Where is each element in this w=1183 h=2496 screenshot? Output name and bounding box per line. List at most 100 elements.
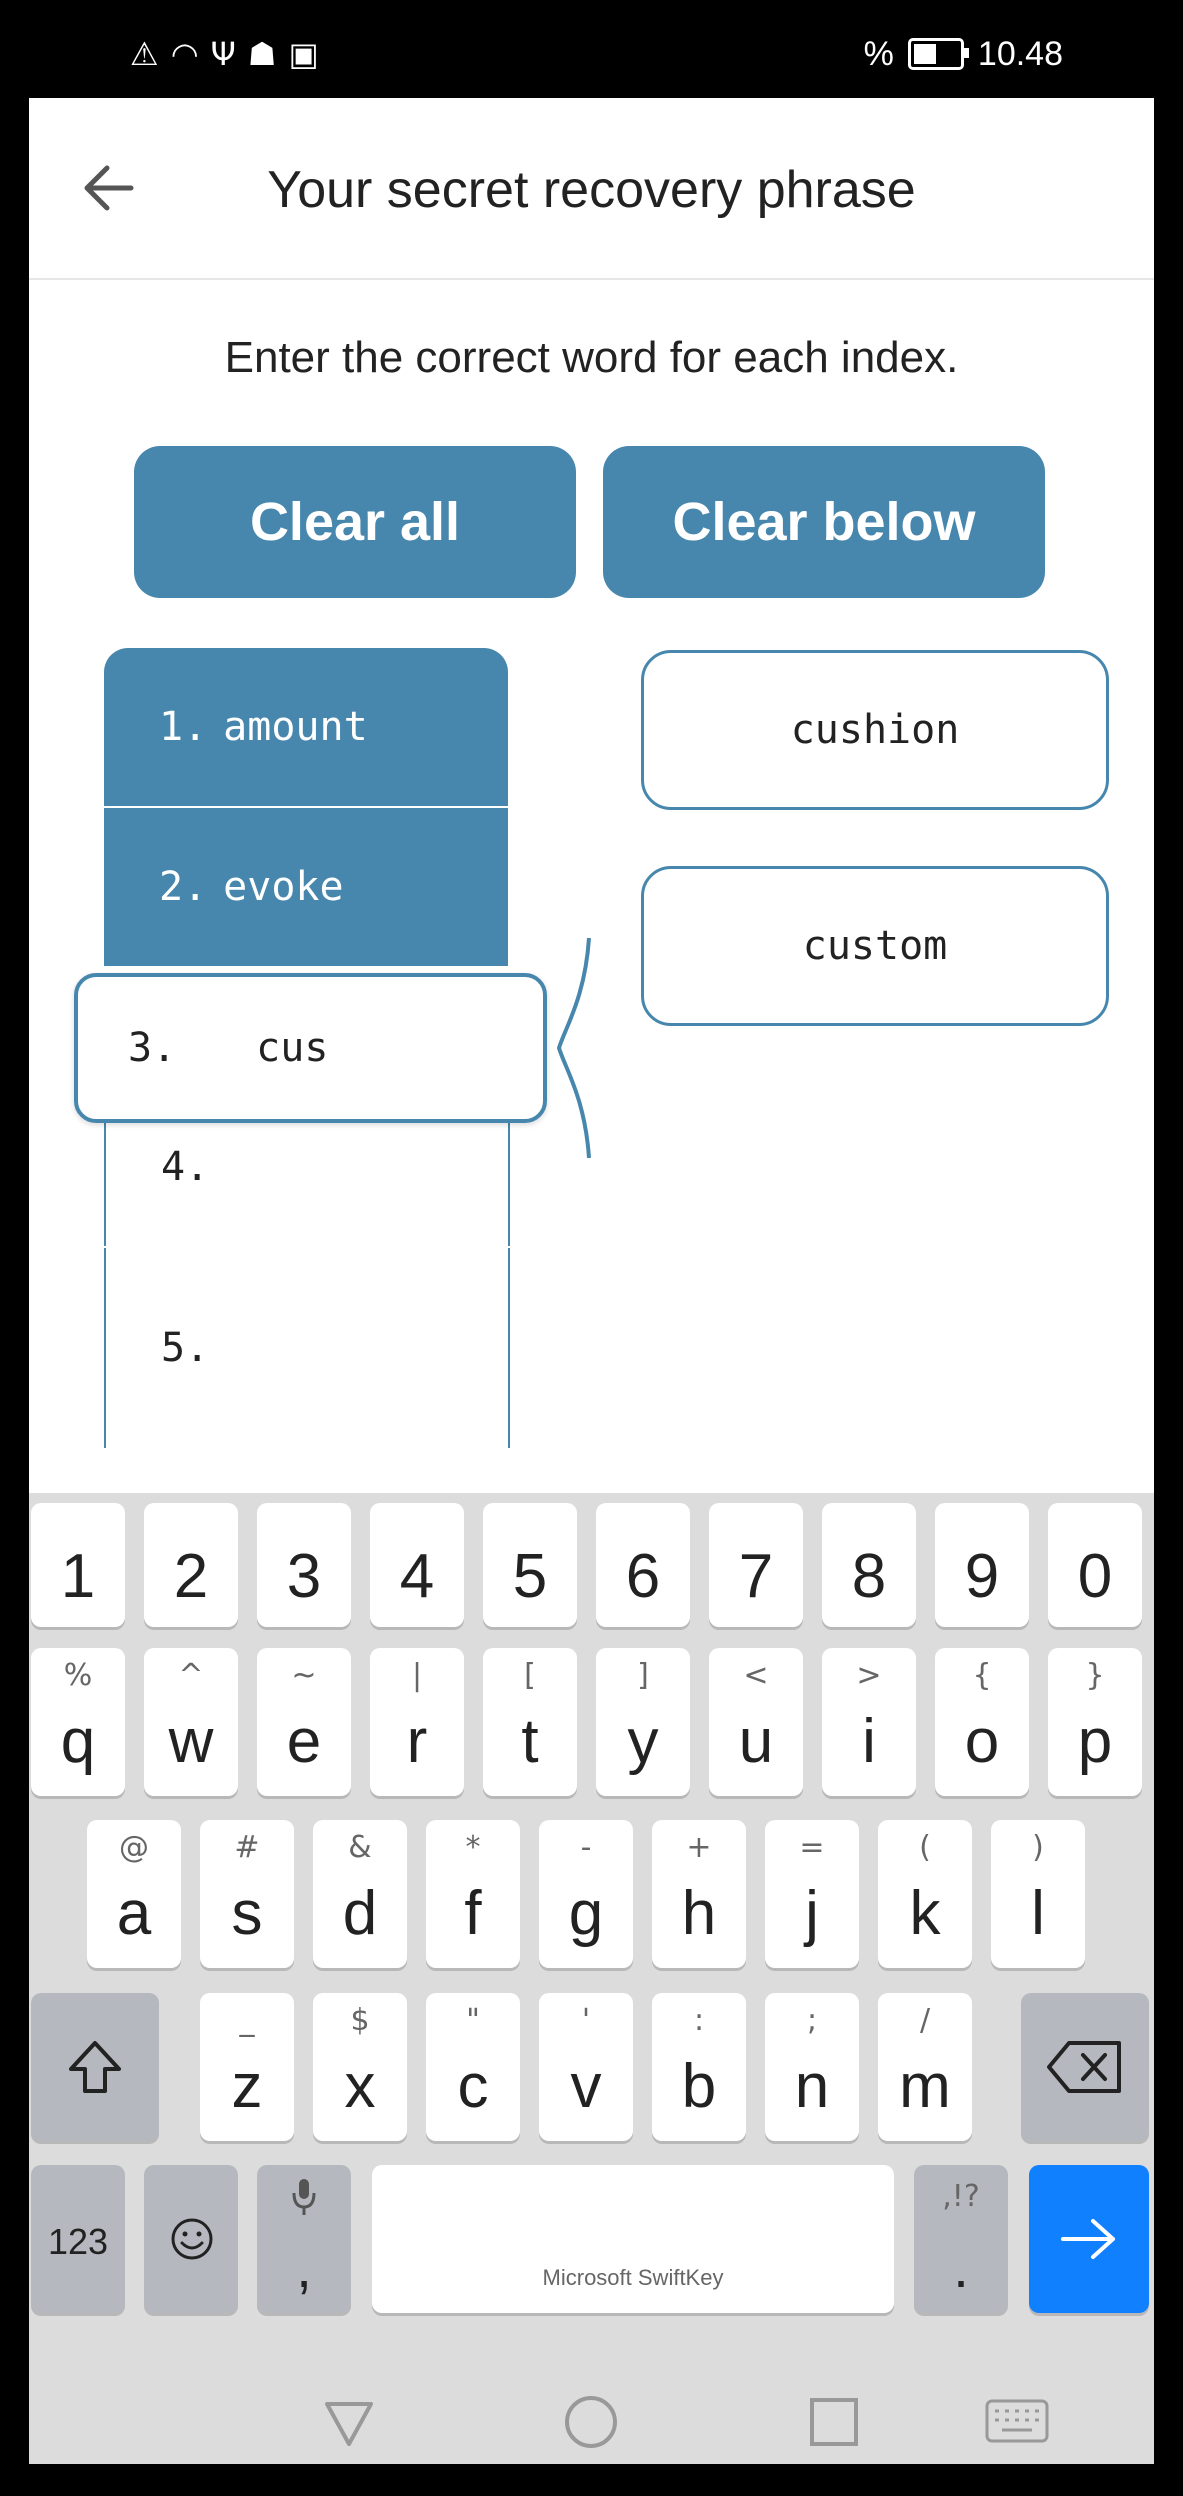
clock: 10.48 (977, 35, 1063, 73)
key-9[interactable]: 9 (935, 1503, 1029, 1627)
back-nav-icon[interactable] (319, 2392, 379, 2452)
key-label: l (1031, 1879, 1045, 1948)
key-a[interactable]: @a (87, 1820, 181, 1968)
status-bar: ⚠ ◠ Ψ ☗ ▣ % 10.48 (0, 0, 1183, 98)
key-label: z (231, 2052, 263, 2121)
key-v[interactable]: 'v (539, 1993, 633, 2141)
key-d[interactable]: &d (313, 1820, 407, 1968)
key-alt-label: % (63, 1658, 93, 1693)
recents-nav-icon[interactable] (804, 2392, 864, 2452)
key-label: j (805, 1879, 819, 1948)
suggestion-button[interactable]: cushion (641, 650, 1109, 810)
clear-below-button[interactable]: Clear below (603, 446, 1045, 598)
enter-key[interactable] (1029, 2165, 1149, 2313)
key-i[interactable]: >i (822, 1648, 916, 1796)
key-s[interactable]: #s (200, 1820, 294, 1968)
word-index: 4. (161, 1144, 210, 1190)
keyboard-hide-icon[interactable] (984, 2398, 1050, 2448)
keyboard: 1 2 3 4 5 6 7 8 9 0 %q ^w ~e |r [t ]y <u… (29, 1493, 1154, 2464)
key-n[interactable]: ;n (765, 1993, 859, 2141)
key-4[interactable]: 4 (370, 1503, 464, 1627)
key-o[interactable]: {o (935, 1648, 1029, 1796)
key-6[interactable]: 6 (596, 1503, 690, 1627)
word-input-value: cus (256, 1025, 329, 1071)
key-x[interactable]: $x (313, 1993, 407, 2141)
key-r[interactable]: |r (370, 1648, 464, 1796)
key-label: 8 (851, 1542, 887, 1611)
key-g[interactable]: -g (539, 1820, 633, 1968)
key-label: g (568, 1879, 604, 1948)
key-m[interactable]: /m (878, 1993, 972, 2141)
key-p[interactable]: }p (1048, 1648, 1142, 1796)
suggestion-button[interactable]: custom (641, 866, 1109, 1026)
key-c[interactable]: "c (426, 1993, 520, 2141)
key-u[interactable]: <u (709, 1648, 803, 1796)
key-label: n (794, 2052, 830, 2121)
word-slot-4[interactable]: 4. (104, 1088, 510, 1246)
key-alt-label: ; (806, 2003, 818, 2038)
key-h[interactable]: +h (652, 1820, 746, 1968)
space-key[interactable]: Microsoft SwiftKey (372, 2165, 894, 2313)
key-label: q (60, 1707, 96, 1776)
key-label: p (1077, 1707, 1113, 1776)
key-j[interactable]: =j (765, 1820, 859, 1968)
key-alt-label: = (799, 1830, 825, 1865)
key-label: 4 (399, 1542, 435, 1611)
key-w[interactable]: ^w (144, 1648, 238, 1796)
home-nav-icon[interactable] (561, 2392, 621, 2452)
period-key[interactable]: ,!? . (914, 2165, 1008, 2313)
key-k[interactable]: (k (878, 1820, 972, 1968)
key-label: w (168, 1707, 214, 1776)
key-8[interactable]: 8 (822, 1503, 916, 1627)
shift-key[interactable] (31, 1993, 159, 2141)
key-label: f (464, 1879, 482, 1948)
key-alt-label: ^ (178, 1658, 204, 1693)
emoji-key[interactable] (144, 2165, 238, 2313)
key-l[interactable]: )l (991, 1820, 1085, 1968)
word-slot-5[interactable]: 5. (104, 1248, 510, 1448)
key-label: o (964, 1707, 1000, 1776)
key-q[interactable]: %q (31, 1648, 125, 1796)
key-label: 123 (47, 2221, 109, 2262)
word-index: 1. (159, 704, 208, 750)
key-3[interactable]: 3 (257, 1503, 351, 1627)
comma-key[interactable]: , (257, 2165, 351, 2313)
alert-icon: ⚠ (130, 35, 159, 73)
word-slot-2[interactable]: 2. evoke (104, 808, 508, 966)
key-y[interactable]: ]y (596, 1648, 690, 1796)
key-label: a (116, 1879, 152, 1948)
microphone-icon (292, 2179, 316, 2215)
symbols-key[interactable]: 123 (31, 2165, 125, 2313)
key-label: v (570, 2052, 602, 2121)
back-arrow-icon[interactable] (79, 158, 139, 218)
key-f[interactable]: *f (426, 1820, 520, 1968)
image-icon: ▣ (288, 35, 319, 73)
key-alt-label: $ (350, 2003, 370, 2038)
system-nav-bar (29, 2388, 1154, 2464)
key-label: i (862, 1707, 876, 1776)
word-list: 1. amount 2. evoke 4. 5. (104, 648, 510, 1448)
clear-all-button[interactable]: Clear all (134, 446, 576, 598)
key-label: 9 (964, 1542, 1000, 1611)
backspace-key[interactable] (1021, 1993, 1149, 2141)
key-z[interactable]: _z (200, 1993, 294, 2141)
usb-icon: Ψ (210, 35, 236, 73)
key-t[interactable]: [t (483, 1648, 577, 1796)
status-right: % 10.48 (864, 34, 1063, 74)
battery-percent: % (863, 35, 894, 73)
word-slot-1[interactable]: 1. amount (104, 648, 508, 808)
key-e[interactable]: ~e (257, 1648, 351, 1796)
key-2[interactable]: 2 (144, 1503, 238, 1627)
key-alt-label: ] (637, 1658, 649, 1693)
key-label: 0 (1077, 1542, 1113, 1611)
key-0[interactable]: 0 (1048, 1503, 1142, 1627)
key-label: m (899, 2052, 951, 2121)
active-word-input[interactable]: 3. cus (74, 973, 547, 1123)
key-b[interactable]: :b (652, 1993, 746, 2141)
key-label: 6 (625, 1542, 661, 1611)
key-7[interactable]: 7 (709, 1503, 803, 1627)
key-5[interactable]: 5 (483, 1503, 577, 1627)
key-alt-label: @ (119, 1830, 149, 1865)
key-1[interactable]: 1 (31, 1503, 125, 1627)
key-alt-label: [ (524, 1658, 536, 1693)
